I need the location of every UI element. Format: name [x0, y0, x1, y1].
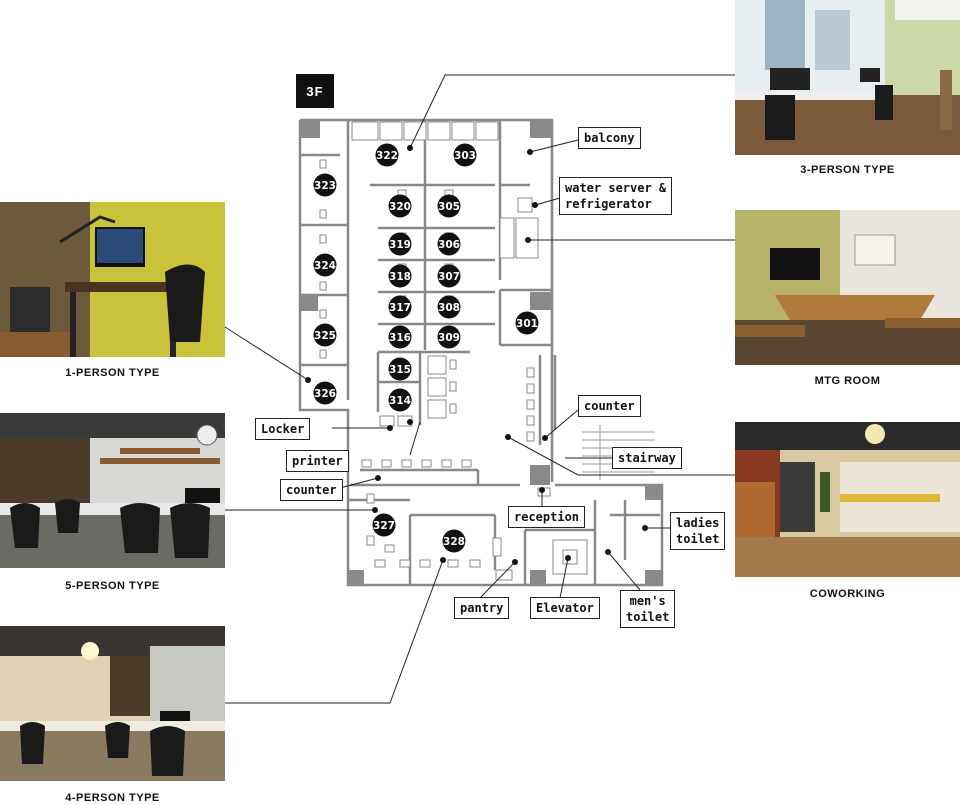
room-marker-circle	[453, 143, 477, 167]
room-marker-325: 325	[313, 323, 337, 347]
room-marker-324: 324	[313, 253, 337, 277]
room-marker-circle	[388, 264, 412, 288]
label-counter-left: counter	[280, 479, 343, 501]
room-number: 322	[376, 150, 398, 162]
room-number: 324	[314, 260, 336, 272]
room-marker-circle	[313, 173, 337, 197]
room-number: 303	[454, 150, 476, 162]
photo-mtg-room	[735, 210, 960, 365]
room-marker-309: 309	[437, 325, 461, 349]
room-marker-318: 318	[388, 264, 412, 288]
room-marker-circle	[388, 388, 412, 412]
room-marker-circle	[372, 513, 396, 537]
room-marker-322: 322	[375, 143, 399, 167]
label-ladies-toilet: ladies toilet	[670, 512, 726, 550]
room-marker-308: 308	[437, 295, 461, 319]
room-marker-circle	[388, 194, 412, 218]
room-marker-303: 303	[453, 143, 477, 167]
room-marker-327: 327	[372, 513, 396, 537]
room-number: 315	[389, 364, 411, 376]
label-reception: reception	[508, 506, 586, 528]
room-number: 319	[389, 239, 411, 251]
room-marker-circle	[437, 325, 461, 349]
label-balcony: balcony	[578, 127, 641, 149]
room-marker-circle	[375, 143, 399, 167]
label-mens-toilet: men's toilet	[620, 590, 676, 628]
label-water-server: water server & refrigerator	[559, 177, 673, 215]
label-pantry: pantry	[454, 597, 510, 619]
room-marker-323: 323	[313, 173, 337, 197]
caption-1-person: 1-PERSON TYPE	[65, 367, 160, 379]
room-markers: 322 303 323 320 305 319 306 324 318 307 317 308 301 3…	[313, 143, 539, 553]
photo-coworking	[735, 422, 960, 577]
room-marker-305: 305	[437, 194, 461, 218]
caption-coworking: COWORKING	[809, 588, 886, 600]
room-number: 306	[438, 239, 460, 251]
room-marker-319: 319	[388, 232, 412, 256]
room-number: 323	[314, 180, 336, 192]
caption-3-person: 3-PERSON TYPE	[800, 164, 895, 176]
photo-5-person	[0, 413, 225, 568]
label-counter-right: counter	[578, 395, 641, 417]
label-printer: printer	[286, 450, 349, 472]
room-marker-314: 314	[388, 388, 412, 412]
room-marker-circle	[388, 325, 412, 349]
room-marker-circle	[437, 232, 461, 256]
label-stairway: stairway	[612, 447, 682, 469]
room-marker-circle	[515, 311, 539, 335]
room-marker-circle	[313, 381, 337, 405]
room-number: 316	[389, 332, 411, 344]
room-marker-326: 326	[313, 381, 337, 405]
room-marker-328: 328	[442, 529, 466, 553]
room-marker-301: 301	[515, 311, 539, 335]
room-marker-306: 306	[437, 232, 461, 256]
room-number: 314	[389, 395, 411, 407]
room-marker-circle	[313, 253, 337, 277]
room-number: 327	[373, 520, 395, 532]
room-marker-circle	[388, 357, 412, 381]
room-marker-circle	[437, 264, 461, 288]
caption-4-person: 4-PERSON TYPE	[65, 792, 160, 804]
room-marker-circle	[437, 295, 461, 319]
caption-5-person: 5-PERSON TYPE	[65, 580, 160, 592]
caption-mtg-room: MTG ROOM	[814, 375, 881, 387]
room-marker-circle	[388, 295, 412, 319]
room-marker-circle	[388, 232, 412, 256]
room-number: 305	[438, 201, 460, 213]
label-locker: Locker	[255, 418, 311, 440]
room-number: 326	[314, 388, 336, 400]
room-number: 307	[438, 271, 460, 283]
floor-badge: 3F	[296, 74, 334, 108]
label-elevator: Elevator	[530, 597, 600, 619]
room-marker-circle	[442, 529, 466, 553]
photo-1-person	[0, 202, 225, 357]
room-number: 308	[438, 302, 460, 314]
room-marker-315: 315	[388, 357, 412, 381]
room-number: 328	[443, 536, 465, 548]
room-marker-circle	[313, 323, 337, 347]
room-marker-317: 317	[388, 295, 412, 319]
room-number: 318	[389, 271, 411, 283]
room-number: 301	[516, 318, 538, 330]
room-number: 309	[438, 332, 460, 344]
photo-3-person	[735, 0, 960, 155]
room-marker-307: 307	[437, 264, 461, 288]
room-marker-316: 316	[388, 325, 412, 349]
room-number: 320	[389, 201, 411, 213]
room-marker-320: 320	[388, 194, 412, 218]
room-number: 325	[314, 330, 336, 342]
room-number: 317	[389, 302, 411, 314]
photo-4-person	[0, 626, 225, 781]
room-marker-circle	[437, 194, 461, 218]
